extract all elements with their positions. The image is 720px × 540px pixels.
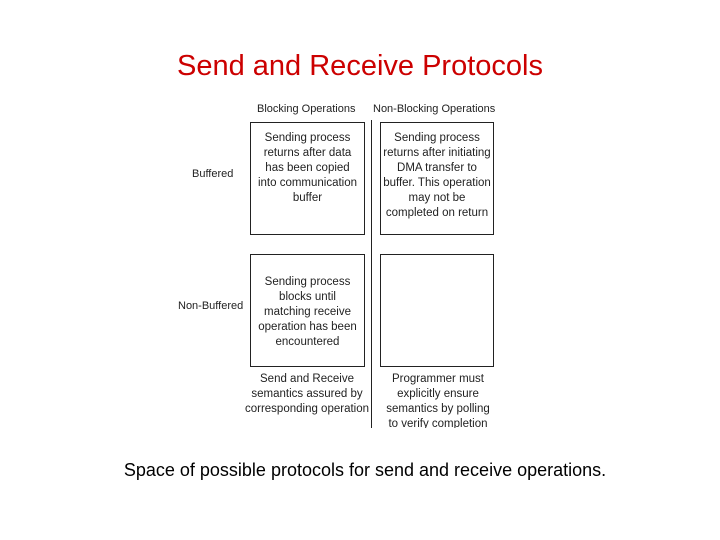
cell-buffered-non-blocking-text: Sending process returns after initiating… [383, 132, 491, 219]
cell-non-buffered-non-blocking [380, 254, 494, 367]
column-header-blocking: Blocking Operations [257, 103, 356, 115]
cell-non-buffered-blocking: Sending process blocks until matching re… [250, 254, 365, 367]
note-blocking: Send and Receive semantics assured by co… [244, 373, 370, 415]
cell-non-buffered-non-blocking-text [381, 255, 493, 263]
note-non-blocking: Programmer must explicitly ensure semant… [386, 373, 490, 428]
column-divider [371, 120, 372, 428]
cell-buffered-blocking: Sending process returns after data has b… [250, 122, 365, 235]
slide-title: Send and Receive Protocols [177, 50, 543, 82]
slide-caption: Space of possible protocols for send and… [123, 460, 607, 480]
cell-buffered-non-blocking: Sending process returns after initiating… [380, 122, 494, 235]
cell-buffered-blocking-text: Sending process returns after data has b… [257, 132, 358, 204]
cell-non-buffered-blocking-text: Sending process blocks until matching re… [258, 276, 357, 348]
row-header-buffered: Buffered [192, 168, 234, 180]
row-header-non-buffered: Non-Buffered [178, 300, 244, 312]
column-header-non-blocking: Non-Blocking Operations [373, 103, 496, 115]
